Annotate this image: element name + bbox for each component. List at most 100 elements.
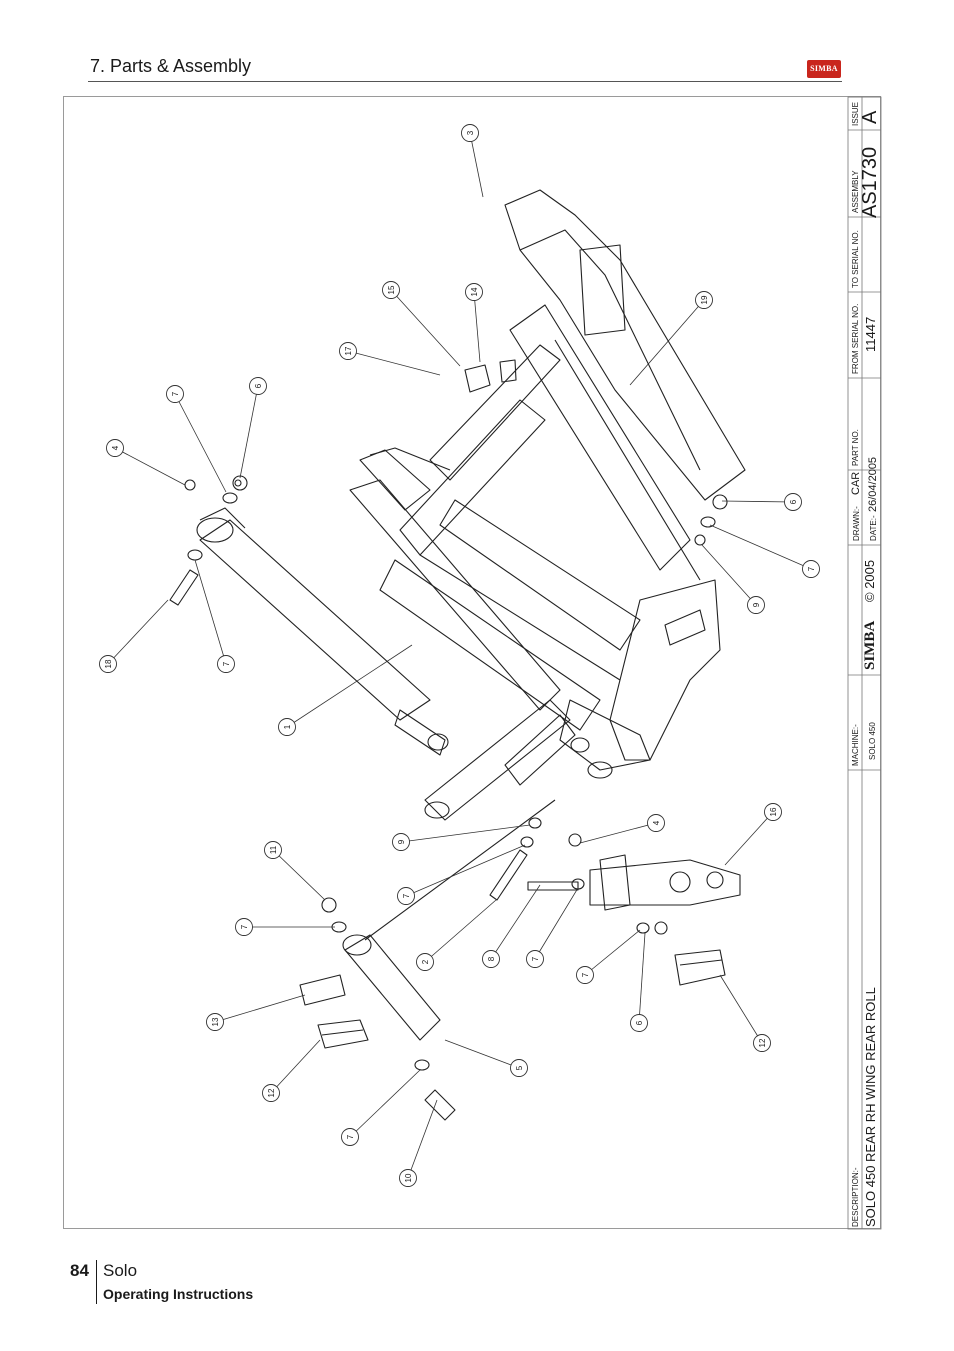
callout-circle xyxy=(647,814,665,832)
drawing-frame xyxy=(63,96,881,1229)
callout-bubble: 19 xyxy=(695,291,713,309)
title-block-text: DESCRIPTION:- SOLO 450 REAR RH WING REAR… xyxy=(850,102,881,1227)
callout-circle xyxy=(630,1014,648,1032)
callout-bubble: 6 xyxy=(784,493,802,511)
date-label: DATE:- xyxy=(869,515,878,541)
callout-label: 19 xyxy=(700,295,709,304)
leader-line xyxy=(709,524,812,570)
leader-line xyxy=(174,393,227,493)
description-label: DESCRIPTION:- xyxy=(851,1167,860,1227)
callout-bubble: 3 xyxy=(461,124,479,142)
footer-product-name: Solo xyxy=(103,1261,138,1280)
callout-label: 17 xyxy=(344,346,353,355)
callout-label: 13 xyxy=(211,1017,220,1026)
footer-divider xyxy=(96,1260,97,1304)
callout-label: 7 xyxy=(402,893,411,898)
simba-brand-mark: SIMBA xyxy=(862,621,878,670)
callout-circle xyxy=(747,596,765,614)
callout-circle xyxy=(399,1169,417,1187)
assembly-value: AS1730 xyxy=(859,147,881,218)
callout-label: 10 xyxy=(404,1173,413,1182)
leader-line xyxy=(107,599,169,665)
callout-circle xyxy=(397,887,415,905)
callout-label: 1 xyxy=(283,724,292,729)
leader-line xyxy=(114,447,186,486)
simba-logo: SIMBA xyxy=(807,60,841,78)
callout-label: 4 xyxy=(111,445,120,450)
callout-label: 9 xyxy=(752,602,761,607)
callout-bubble: 14 xyxy=(465,283,483,301)
callout-bubble: 7 xyxy=(341,1128,359,1146)
leader-line xyxy=(424,899,497,963)
callout-bubble: 16 xyxy=(764,803,782,821)
callout-circle xyxy=(510,1059,528,1077)
callout-bubble: 17 xyxy=(339,342,357,360)
issue-value: A xyxy=(859,110,881,124)
callout-bubble: 7 xyxy=(235,918,253,936)
leader-line xyxy=(721,500,794,503)
leader-line xyxy=(286,644,413,728)
callout-bubble: 13 xyxy=(206,1013,224,1031)
leader-line xyxy=(349,1069,421,1138)
leader-line xyxy=(584,929,641,976)
callout-circle xyxy=(461,124,479,142)
callout-bubble: 18 xyxy=(99,655,117,673)
leader-line xyxy=(579,822,657,844)
callout-circle xyxy=(206,1013,224,1031)
leader-line xyxy=(390,289,461,367)
leader-line xyxy=(239,385,259,479)
leader-line xyxy=(490,884,541,960)
callout-circle xyxy=(339,342,357,360)
part-outlines xyxy=(169,189,746,1121)
leader-line xyxy=(405,844,526,897)
callout-bubble: 2 xyxy=(416,953,434,971)
drawn-label: DRAWN:- xyxy=(852,506,861,541)
leader-line xyxy=(347,350,441,376)
callout-label: 12 xyxy=(267,1088,276,1097)
leader-line xyxy=(724,811,774,866)
callout-label: 18 xyxy=(104,659,113,668)
description-value: SOLO 450 REAR RH WING REAR ROLL xyxy=(863,987,878,1227)
callout-circle xyxy=(416,953,434,971)
callout-circle xyxy=(764,803,782,821)
callout-label: 9 xyxy=(397,839,406,844)
leader-line xyxy=(469,132,484,198)
issue-label: ISSUE xyxy=(851,102,860,126)
leader-line xyxy=(701,544,757,606)
part-no-label: PART NO. xyxy=(851,429,860,466)
leader-line xyxy=(194,559,227,665)
leader-line xyxy=(272,849,326,901)
callout-bubble: 4 xyxy=(106,439,124,457)
callout-label: 11 xyxy=(269,845,278,854)
callout-bubbles: 1234456667777777789910111212131415161718… xyxy=(99,124,820,1187)
callout-label: 7 xyxy=(240,924,249,929)
callout-circle xyxy=(695,291,713,309)
callout-bubble: 7 xyxy=(576,966,594,984)
callout-bubble: 10 xyxy=(399,1169,417,1187)
callout-label: 6 xyxy=(254,383,263,388)
callout-circle xyxy=(482,950,500,968)
callout-circle xyxy=(392,833,410,851)
callout-label: 5 xyxy=(515,1065,524,1070)
callout-label: 7 xyxy=(531,956,540,961)
callout-bubble: 8 xyxy=(482,950,500,968)
machine-label: MACHINE:- xyxy=(851,724,860,766)
callout-circle xyxy=(235,918,253,936)
leader-line xyxy=(444,1039,520,1069)
callout-label: 7 xyxy=(807,566,816,571)
leader-line xyxy=(400,824,531,843)
callout-circle xyxy=(576,966,594,984)
callout-circle xyxy=(166,385,184,403)
leader-line xyxy=(473,291,481,363)
callout-bubble: 7 xyxy=(397,887,415,905)
leader-line xyxy=(270,1039,321,1094)
callout-label: 3 xyxy=(466,130,475,135)
leader-lines xyxy=(107,132,812,1179)
callout-circle xyxy=(249,377,267,395)
callout-circle xyxy=(99,655,117,673)
callout-label: 15 xyxy=(387,285,396,294)
callout-bubble: 9 xyxy=(747,596,765,614)
leader-line xyxy=(638,932,646,1024)
callout-label: 12 xyxy=(758,1038,767,1047)
